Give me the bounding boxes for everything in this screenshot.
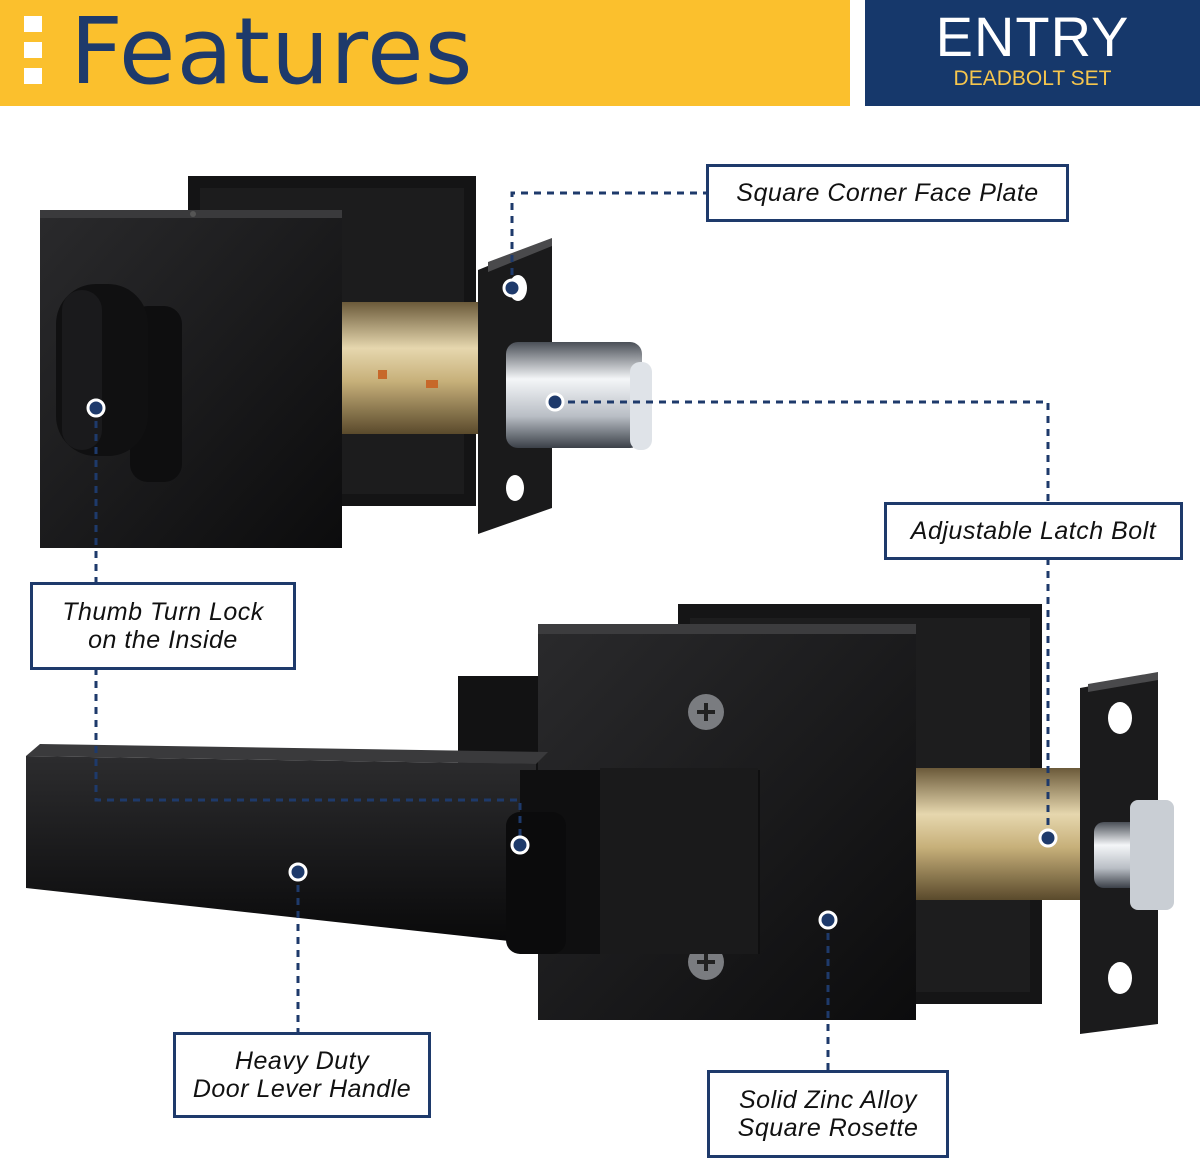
callout-lever-line2: Door Lever Handle	[192, 1075, 412, 1103]
callout-thumb-turn-lock: Thumb Turn Lock on the Inside	[30, 582, 296, 670]
features-banner: Features	[0, 0, 850, 106]
callout-rosette-line2: Square Rosette	[737, 1114, 919, 1142]
entry-badge: ENTRY DEADBOLT SET	[865, 0, 1200, 106]
callout-heavy-duty-lever: Heavy Duty Door Lever Handle	[173, 1032, 431, 1118]
entry-badge-subtitle: DEADBOLT SET	[953, 67, 1112, 90]
callout-dots	[86, 278, 1058, 930]
callout-thumb-turn-line1: Thumb Turn Lock	[62, 598, 264, 626]
callout-thumb-turn-line2: on the Inside	[88, 626, 238, 654]
callout-square-corner-face-plate: Square Corner Face Plate	[706, 164, 1069, 222]
callout-rosette-line1: Solid Zinc Alloy	[739, 1086, 917, 1114]
entry-badge-title: ENTRY	[935, 5, 1130, 68]
callout-lever-line1: Heavy Duty	[234, 1047, 370, 1075]
lever-set-image	[26, 604, 1174, 1034]
callout-latch-bolt-text: Adjustable Latch Bolt	[910, 517, 1157, 545]
banner-dots-decoration	[24, 16, 42, 94]
callout-leader-lines	[94, 191, 1050, 1072]
features-title: Features	[70, 0, 474, 105]
callout-adjustable-latch-bolt: Adjustable Latch Bolt	[884, 502, 1183, 560]
callout-face-plate-text: Square Corner Face Plate	[736, 179, 1039, 207]
callout-solid-zinc-rosette: Solid Zinc Alloy Square Rosette	[707, 1070, 949, 1158]
deadbolt-image	[40, 176, 652, 548]
